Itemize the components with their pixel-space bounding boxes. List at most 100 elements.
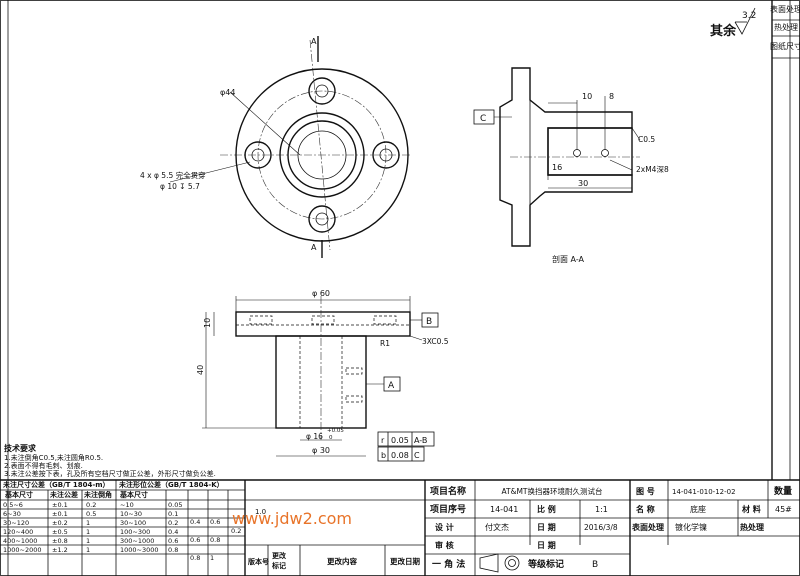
fillet-r1: R1 xyxy=(380,339,390,348)
tol-col-3: 未注倒角 xyxy=(84,490,112,499)
name-label: 名 称 xyxy=(636,504,655,514)
tech-notes-title: 技术要求 xyxy=(4,443,37,453)
dim-dia-16-tol-lower: 0 xyxy=(329,435,333,441)
review-label: 审 核 xyxy=(435,540,454,550)
name: 底座 xyxy=(690,504,706,514)
project-name: AT&MT换挡器环境耐久测试台 xyxy=(501,486,602,496)
tol-cell: 1 xyxy=(86,519,90,527)
surface-label: 表面处理 xyxy=(631,522,664,532)
tol-cell: 0.2 xyxy=(168,519,178,527)
qty-label: 数量 xyxy=(774,485,792,497)
dim-8: 8 xyxy=(609,92,614,101)
tol-cell: 120~400 xyxy=(3,528,33,536)
tech-note-3: 3.未注公差按下表，孔及所有空档尺寸做正公差，外形尺寸做负公差. xyxy=(4,469,216,478)
datum-a-label: A xyxy=(388,381,395,391)
roughness-symbol: 其余 3.2 xyxy=(710,7,756,39)
dim-dia-30: φ 30 xyxy=(312,446,330,455)
tol-cell: 30~100 xyxy=(120,519,146,527)
strip-size: 图纸尺寸 xyxy=(770,41,800,51)
dim-dia-44: φ44 xyxy=(220,88,235,97)
dim-h-40: 40 xyxy=(196,365,205,375)
project-no: 14-041 xyxy=(490,505,518,514)
gdt-1-symbol: r xyxy=(381,436,385,445)
chamfer-3xc05: 3XC0.5 xyxy=(422,337,449,346)
strip-heat: 热处理 xyxy=(774,22,798,32)
tol-cell: ±0.8 xyxy=(52,537,68,545)
material: 45# xyxy=(775,505,792,514)
tol-cell: 0.8 xyxy=(168,546,178,554)
projection-symbol-icon xyxy=(479,553,520,573)
tol-cell: ±1.2 xyxy=(52,546,68,554)
tol-extra-cell: 0.6 xyxy=(190,536,200,544)
hole-note-1: 4 x φ 5.5 完全贯穿 xyxy=(140,170,206,180)
tolerance-table: 未注尺寸公差（GB/T 1804-m） 未注形位公差（GB/T 1804-K） … xyxy=(0,479,800,576)
tol-cell: 1000~3000 xyxy=(120,546,159,554)
section-caption: 剖面 A-A xyxy=(552,254,585,264)
tol-extra-cell: 0.2 xyxy=(231,527,241,535)
flange-outer xyxy=(235,68,409,242)
drawing-no-label: 图 号 xyxy=(636,487,655,496)
datum-c-label: C xyxy=(480,114,486,124)
rev-content-label: 更改内容 xyxy=(327,556,357,566)
tol-cell: 0.05 xyxy=(168,501,182,509)
thread-note: 2xM4深8 xyxy=(636,165,669,174)
tol-cell: 400~1000 xyxy=(3,537,37,545)
tol-cell: ±0.1 xyxy=(52,510,68,518)
design-label: 设 计 xyxy=(435,522,454,532)
designer: 付文杰 xyxy=(485,522,509,532)
tol-cell: 1 xyxy=(86,546,90,554)
tech-note-2: 2.表面不得有毛刺、划痕. xyxy=(4,461,83,470)
tol-col-4: 基本尺寸 xyxy=(119,490,148,499)
tol-cell: ±0.2 xyxy=(52,519,68,527)
tol-left-header: 未注尺寸公差（GB/T 1804-m） xyxy=(3,480,110,489)
tol-cell: 0.4 xyxy=(168,528,178,536)
project-name-label: 项目名称 xyxy=(430,485,466,497)
tol-cell: ~10 xyxy=(120,501,134,509)
scale: 1:1 xyxy=(595,505,608,514)
tol-cell: 1 xyxy=(86,537,90,545)
tol-cell: ±0.5 xyxy=(52,528,68,536)
tech-note-1: 1.未注倒角C0.5,未注圆角R0.5. xyxy=(4,453,103,462)
title-block: 项目名称 AT&MT换挡器环境耐久测试台 项目序号 14-041 比 例 1:1… xyxy=(245,480,800,576)
tol-right-header: 未注形位公差（GB/T 1804-K） xyxy=(119,480,224,489)
tol-cell: 10~30 xyxy=(120,510,142,518)
rev-no-label: 版本号 xyxy=(248,557,269,566)
top-view: A A φ44 4 x φ 5.5 完全贯穿 φ 10 ↧ 5.7 xyxy=(140,36,410,258)
tol-cell: 0.2 xyxy=(86,501,96,509)
tol-cell: 0.1 xyxy=(168,510,178,518)
drawing-no: 14-041-010-12-02 xyxy=(672,488,736,496)
section-mark-bottom: A xyxy=(311,243,317,252)
tol-cell: 0.5 xyxy=(86,510,96,518)
gdt-frames: r 0.05 A-B b 0.08 C xyxy=(377,431,435,462)
section-view: C 10 8 C0.5 2xM4深8 16 30 剖面 A-A xyxy=(473,67,669,264)
dim-30: 30 xyxy=(578,179,588,188)
hole-note-2: φ 10 ↧ 5.7 xyxy=(160,182,200,191)
dim-dia-16-tol-upper: +0.05 xyxy=(327,428,344,434)
tol-extra-cell: 0.8 xyxy=(210,536,220,544)
tol-extra-cell: 0.8 xyxy=(190,554,200,562)
tech-notes: 技术要求 1.未注倒角C0.5,未注圆角R0.5. 2.表面不得有毛刺、划痕. … xyxy=(4,443,216,478)
right-strip: 表面处理 热处理 图纸尺寸 xyxy=(770,4,800,59)
level-label: 等级标记 xyxy=(527,558,564,570)
roughness-prefix: 其余 xyxy=(710,23,737,39)
tol-rows: 0.5~6 ±0.1 0.2 ~10 0.05 6~30 ±0.1 0.5 10~30 0.1 30… xyxy=(3,501,241,562)
date: 2016/3/8 xyxy=(584,523,618,532)
dim-dia-60: φ 60 xyxy=(312,289,330,298)
rev-mark-label-2: 标记 xyxy=(271,561,286,570)
roughness-value: 3.2 xyxy=(742,11,756,21)
rev-date-label: 更改日期 xyxy=(390,556,420,566)
level: B xyxy=(592,560,598,570)
material-label: 材 料 xyxy=(742,504,761,514)
tol-cell: 6~30 xyxy=(3,510,21,518)
tol-cell: 0.5~6 xyxy=(3,501,23,509)
heat-label: 热处理 xyxy=(740,522,764,532)
tol-cell: ±0.1 xyxy=(52,501,68,509)
review-date-label: 日 期 xyxy=(537,540,556,550)
tol-cell: 1 xyxy=(86,528,90,536)
rev-no: 1.0 xyxy=(255,508,266,516)
tol-extra-cell: 0.4 xyxy=(190,518,200,526)
tol-col-2: 未注公差 xyxy=(50,490,78,499)
date-label: 日 期 xyxy=(537,522,556,532)
projection-label: 一 角 法 xyxy=(432,558,465,570)
dim-dia-16: φ 16 xyxy=(306,432,323,441)
